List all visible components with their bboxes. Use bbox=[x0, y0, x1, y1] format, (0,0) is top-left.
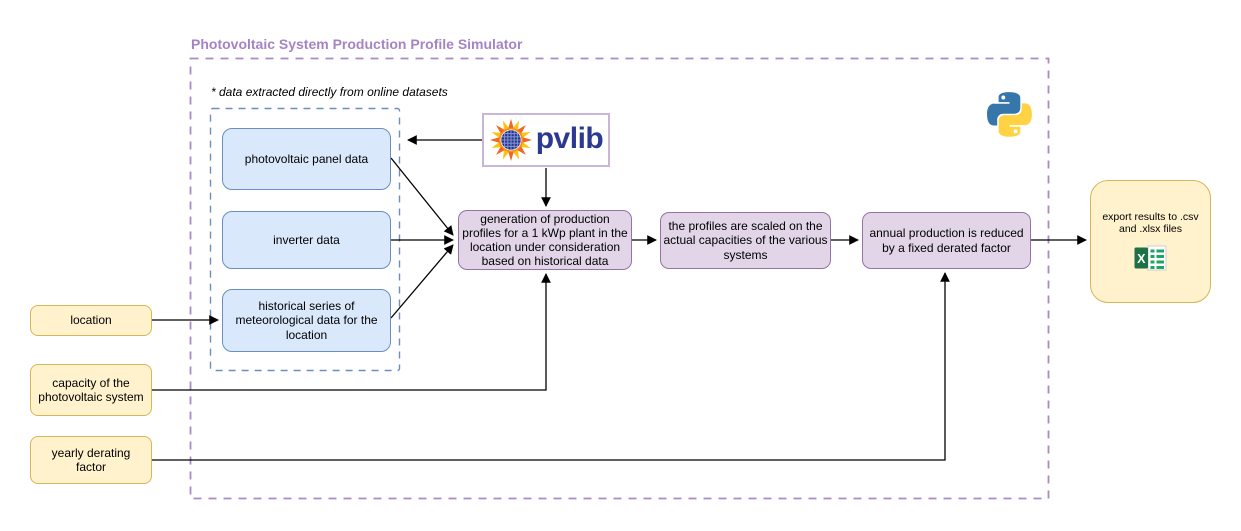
excel-x-letter: X bbox=[1137, 252, 1146, 266]
pvlib-logo: pvlib bbox=[482, 113, 610, 167]
node-export-results: export results to .csv and .xlsx files X bbox=[1090, 180, 1211, 303]
python-icon bbox=[987, 92, 1032, 137]
node-profile-scaling: the profiles are scaled on the actual ca… bbox=[660, 212, 831, 269]
diagram-title: Photovoltaic System Production Profile S… bbox=[191, 36, 523, 52]
node-generation-profiles: generation of production profiles for a … bbox=[458, 210, 632, 270]
node-photovoltaic-panel-data: photovoltaic panel data bbox=[222, 128, 391, 190]
pvlib-logo-text: pvlib bbox=[535, 121, 604, 155]
arrow-meteo-to-generation bbox=[390, 244, 454, 319]
simulator-container-border bbox=[189, 57, 1050, 500]
node-input-capacity: capacity of the photovoltaic system bbox=[30, 364, 152, 416]
arrow-panel-to-generation bbox=[390, 157, 454, 236]
node-annual-derating: annual production is reduced by a fixed … bbox=[862, 212, 1031, 269]
excel-icon: X bbox=[1134, 245, 1167, 271]
node-meteorological-data: historical series of meteorological data… bbox=[222, 289, 391, 352]
export-label: export results to .csv and .xlsx files bbox=[1102, 210, 1199, 235]
datasets-note: * data extracted directly from online da… bbox=[211, 85, 448, 99]
node-input-derating-factor: yearly derating factor bbox=[30, 436, 152, 484]
node-inverter-data: inverter data bbox=[222, 211, 391, 269]
node-input-location: location bbox=[30, 305, 152, 336]
pvlib-sun-icon bbox=[489, 118, 532, 162]
